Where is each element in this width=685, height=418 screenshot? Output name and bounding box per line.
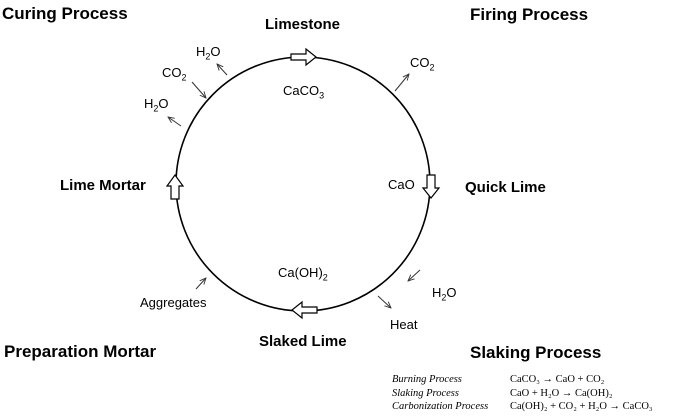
equation-row: Burning Process CaCO₃ → CaO + CO₂	[392, 373, 653, 387]
arrow-right-icon	[290, 47, 317, 67]
h2o-slaking-label: H2O	[432, 285, 457, 303]
co2-curing-label: CO2	[162, 65, 187, 83]
co2-firing-label: CO2	[410, 55, 435, 73]
preparation-mortar-title: Preparation Mortar	[4, 342, 157, 361]
equation-name: Slaking Process	[392, 387, 459, 399]
cao-label: CaO	[388, 177, 415, 192]
limestone-label: Limestone	[265, 16, 341, 33]
co2-input-arrow	[191, 81, 206, 98]
slaking-process-title: Slaking Process	[470, 343, 602, 362]
equation-row: Slaking Process CaO + H₂O → Ca(OH)₂	[392, 387, 653, 401]
h2o-curing-top-label: H2O	[196, 44, 221, 62]
arrow-left-icon	[291, 300, 318, 320]
heat-label: Heat	[390, 317, 418, 332]
firing-process-title: Firing Process	[470, 5, 589, 24]
aggregates-input-arrow	[195, 278, 206, 290]
caoh2-label: Ca(OH)2	[278, 265, 328, 283]
quick-lime-label: Quick Lime	[465, 179, 546, 196]
equation-row: Carbonization Process Ca(OH)₂ + CO₂ + H₂O…	[392, 400, 653, 414]
caco3-label: CaCO3	[283, 83, 325, 101]
arrow-up-icon	[165, 173, 185, 200]
equation-name: Carbonization Process	[392, 401, 489, 412]
equation-name: Burning Process	[392, 374, 462, 385]
curing-process-title: Curing Process	[2, 4, 128, 23]
h2o-bottom-release-arrow	[168, 117, 182, 127]
equation-formula: Ca(OH)₂ + CO₂ + H₂O → CaCO₃	[510, 401, 653, 412]
heat-release-arrow	[377, 295, 391, 308]
arrow-down-icon	[421, 174, 441, 199]
co2-release-arrow	[394, 74, 409, 92]
reaction-equations: Burning Process CaCO₃ → CaO + CO₂ Slaking…	[392, 373, 653, 414]
aggregates-label: Aggregates	[140, 295, 207, 310]
equation-formula: CaCO₃ → CaO + CO₂	[510, 374, 605, 385]
h2o-input-arrow	[408, 269, 421, 281]
slaked-lime-label: Slaked Lime	[259, 333, 347, 350]
lime-mortar-label: Lime Mortar	[60, 177, 146, 194]
h2o-top-release-arrow	[217, 64, 228, 76]
equation-formula: CaO + H₂O → Ca(OH)₂	[510, 387, 613, 399]
h2o-curing-bottom-label: H2O	[144, 96, 169, 114]
